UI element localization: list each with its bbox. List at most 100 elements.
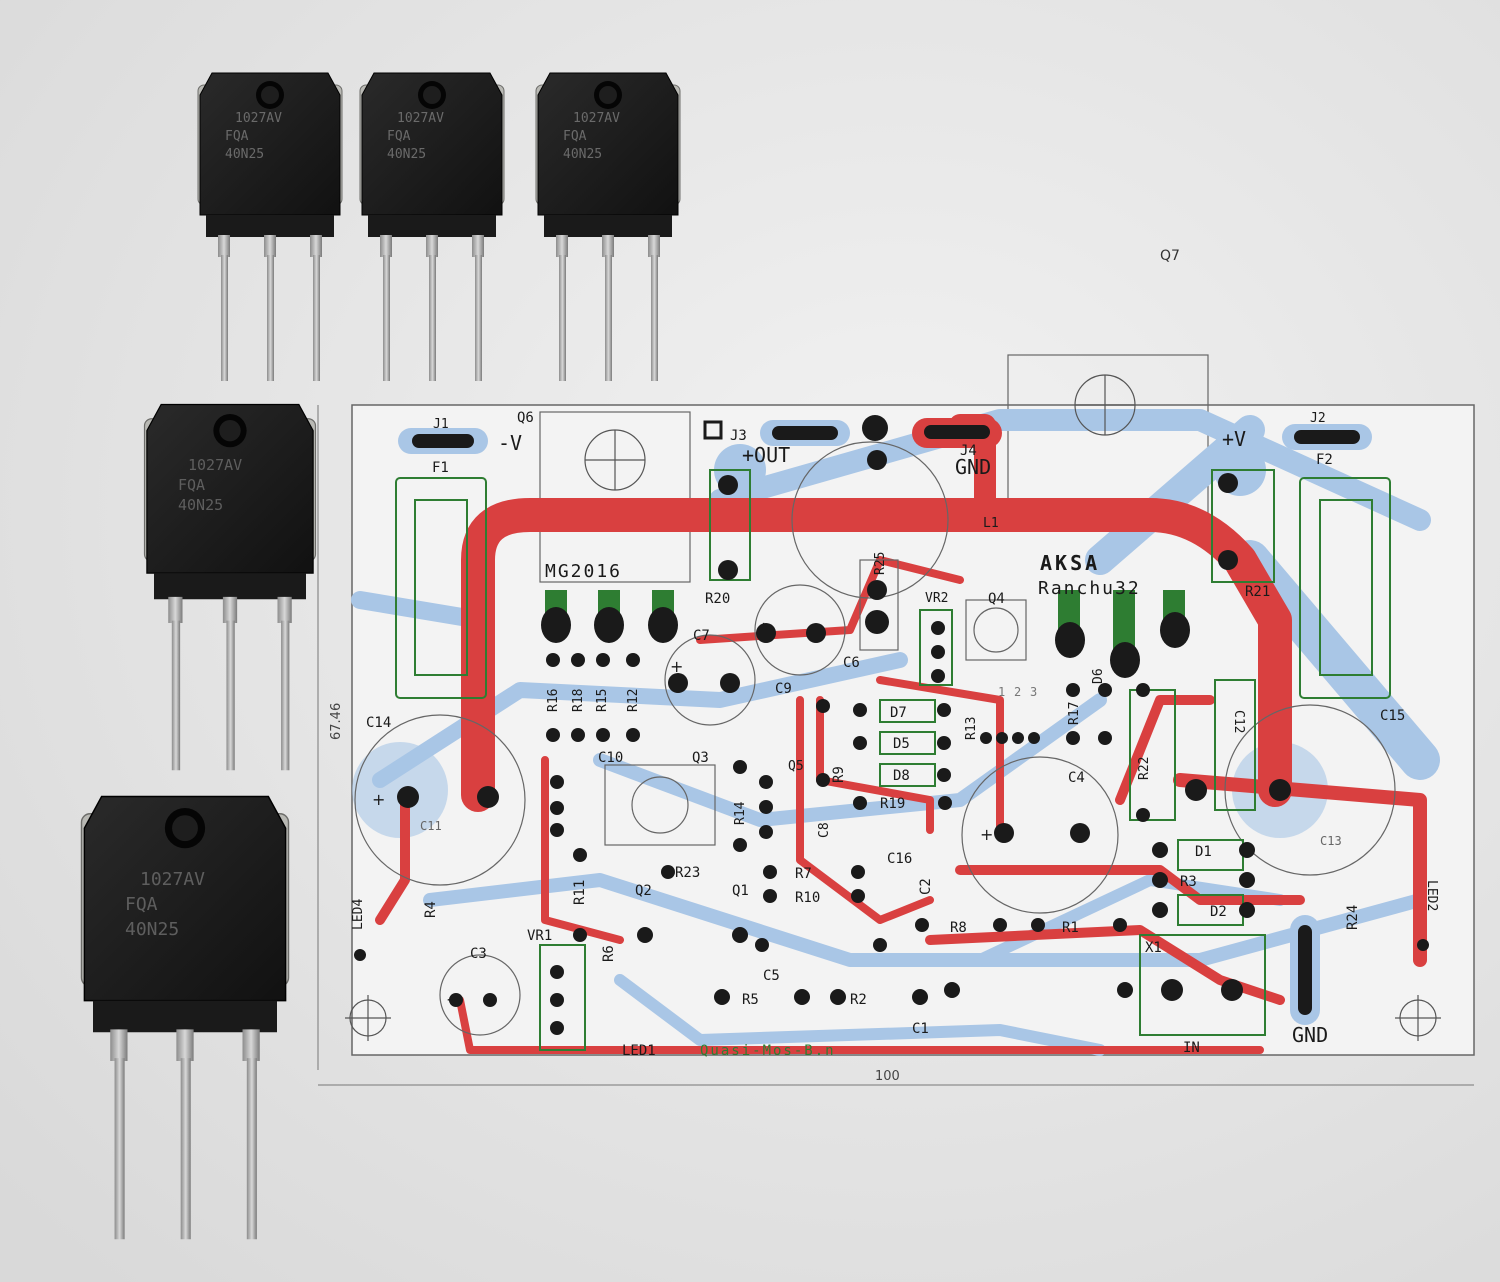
label-q6: Q6: [517, 410, 534, 426]
through-hole-pads: [354, 450, 1429, 1035]
label-c12: C12: [1231, 710, 1246, 733]
dimension-width: 100: [875, 1069, 900, 1084]
label-r8: R8: [950, 920, 967, 936]
label-c1: C1: [912, 1021, 929, 1037]
svg-text:+: +: [757, 618, 770, 637]
mounting-holes: [345, 374, 1441, 1041]
dimension-height: 67.46: [329, 703, 344, 740]
title-variant: Ranchu32: [1038, 578, 1141, 599]
transistor-3: 1027AV FQA 40N25: [535, 72, 681, 382]
label-r9: R9: [831, 766, 847, 783]
transistor-2-marking-1: 1027AV: [397, 111, 444, 126]
label-c15: C15: [1380, 708, 1405, 724]
label-d7: D7: [890, 705, 907, 721]
transistor-1-marking-1: 1027AV: [235, 111, 282, 126]
label-c4: C4: [1068, 770, 1085, 786]
transistor-5-marking-2: FQA: [125, 894, 158, 915]
transistor-4-marking-2: FQA: [178, 476, 205, 494]
label-q1: Q1: [732, 883, 749, 899]
label-in: IN: [1183, 1040, 1200, 1056]
label-j4: J4: [960, 443, 977, 459]
label-c9: C9: [775, 681, 792, 697]
pcb-printout: Q7 100 67.46: [317, 248, 1475, 1086]
label-led4: LED4: [351, 899, 366, 930]
label-pin-3: 3: [1030, 685, 1037, 699]
label-c16: C16: [887, 851, 912, 867]
label-gnd-bottom: GND: [1292, 1023, 1328, 1047]
transistor-4-marking-3: 40N25: [178, 496, 223, 514]
transistor-5-marking-3: 40N25: [125, 919, 179, 940]
label-q7: Q7: [1160, 248, 1180, 264]
transistor-1-marking-3: 40N25: [225, 147, 264, 162]
label-c2: C2: [918, 878, 934, 895]
transistor-5: 1027AV FQA 40N25: [80, 795, 290, 1240]
board-labels: AKSA Ranchu32 MG2016 Quasi-Mos-B.n J1 -V…: [351, 410, 1439, 1059]
transistor-2-marking-2: FQA: [387, 129, 411, 144]
label-out: +OUT: [742, 443, 790, 467]
label-pin-1: 1: [998, 685, 1005, 699]
label-r2: R2: [850, 992, 867, 1008]
connector-pads: [398, 415, 1372, 1025]
label-r14: R14: [733, 801, 748, 825]
label-r13: R13: [964, 717, 979, 740]
label-q4: Q4: [988, 591, 1005, 607]
transistor-1-marking-2: FQA: [225, 129, 249, 144]
label-r17: R17: [1067, 702, 1082, 725]
label-r21: R21: [1245, 584, 1270, 600]
svg-text:+: +: [446, 990, 459, 1009]
label-r1: R1: [1062, 920, 1079, 936]
label-r11: R11: [572, 880, 588, 905]
label-led2: LED2: [1424, 880, 1439, 911]
transistor-1: 1027AV FQA 40N25: [197, 72, 343, 382]
label-pos-v: +V: [1222, 427, 1246, 451]
transistor-3-marking-1: 1027AV: [573, 111, 620, 126]
label-r15: R15: [595, 689, 610, 712]
svg-text:+: +: [372, 790, 385, 809]
label-c5: C5: [763, 968, 780, 984]
transistor-4-marking-1: 1027AV: [188, 456, 242, 474]
label-r20: R20: [705, 591, 730, 607]
label-r3: R3: [1180, 874, 1197, 890]
footer-text: Quasi-Mos-B.n: [700, 1043, 836, 1059]
label-c8: C8: [817, 822, 832, 838]
label-r23: R23: [675, 865, 700, 881]
label-c6: C6: [843, 655, 860, 671]
label-q3: Q3: [692, 750, 709, 766]
label-r5: R5: [742, 992, 759, 1008]
transistor-3-marking-2: FQA: [563, 129, 587, 144]
title-board: AKSA: [1040, 551, 1100, 575]
label-pin-2: 2: [1014, 685, 1021, 699]
label-f1: F1: [432, 460, 449, 476]
label-c3: C3: [470, 946, 487, 962]
label-vr1: VR1: [527, 928, 552, 944]
label-r25: R25: [873, 552, 888, 575]
title-driver: MG2016: [545, 561, 622, 582]
label-r24: R24: [1345, 905, 1361, 930]
label-d5: D5: [893, 736, 910, 752]
label-c14: C14: [366, 715, 391, 731]
label-neg-v: -V: [498, 431, 522, 455]
label-j3: J3: [730, 428, 747, 444]
label-r18: R18: [571, 689, 586, 712]
top-copper-traces: [375, 414, 1427, 1054]
label-led1: LED1: [622, 1043, 656, 1059]
transistor-5-marking-1: 1027AV: [140, 869, 205, 890]
label-d8: D8: [893, 768, 910, 784]
label-r7: R7: [795, 866, 812, 882]
label-r4: R4: [423, 901, 439, 918]
label-c10: C10: [598, 750, 623, 766]
label-q5: Q5: [788, 759, 804, 774]
label-c11: C11: [420, 819, 442, 833]
label-r22: R22: [1137, 757, 1152, 780]
label-r19: R19: [880, 796, 905, 812]
label-r6: R6: [601, 945, 617, 962]
label-vr2: VR2: [925, 591, 948, 606]
svg-text:+: +: [980, 825, 993, 844]
transistor-4: 1027AV FQA 40N25: [143, 403, 317, 771]
label-r10: R10: [795, 890, 820, 906]
label-q2: Q2: [635, 883, 652, 899]
label-x1: X1: [1145, 940, 1162, 956]
label-gnd-top: GND: [955, 455, 991, 479]
label-d1: D1: [1195, 844, 1212, 860]
silkscreen: [354, 441, 1396, 1051]
